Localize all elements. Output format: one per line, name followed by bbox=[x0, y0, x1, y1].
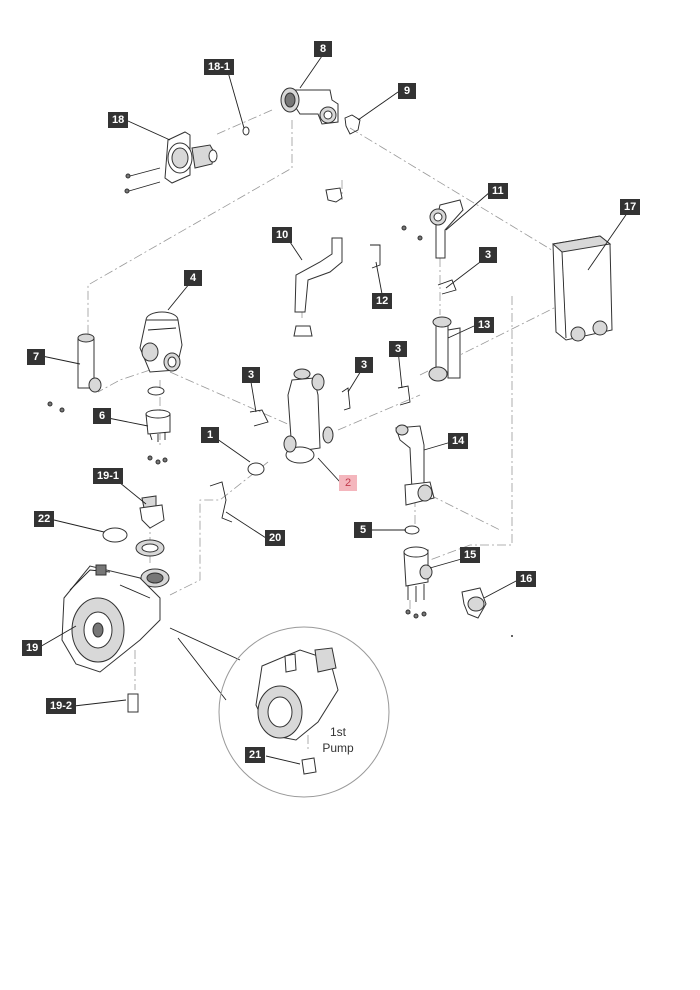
part-17-heat-exchanger bbox=[551, 235, 613, 342]
part-15-housing bbox=[403, 546, 433, 619]
label-part-3-d: 3 bbox=[242, 367, 260, 383]
part-20-bracket bbox=[209, 481, 233, 523]
part-2-main-body bbox=[283, 368, 334, 464]
label-part-3-c: 3 bbox=[389, 341, 407, 357]
label-part-19-2: 19-2 bbox=[46, 698, 77, 714]
label-part-12: 12 bbox=[372, 293, 393, 309]
part-19-pump bbox=[61, 564, 161, 673]
part-13-pipe bbox=[428, 316, 461, 382]
label-part-11: 11 bbox=[488, 183, 508, 199]
label-part-1: 1 bbox=[201, 427, 219, 443]
label-part-7: 7 bbox=[27, 349, 45, 365]
label-part-22: 22 bbox=[34, 511, 55, 527]
label-part-9: 9 bbox=[398, 83, 416, 99]
part-11-pipe bbox=[401, 199, 464, 259]
callout-caption: 1st Pump bbox=[310, 724, 366, 756]
part-22-cap bbox=[102, 527, 128, 543]
label-part-18-1: 18-1 bbox=[204, 59, 235, 75]
label-part-3-b: 3 bbox=[355, 357, 373, 373]
label-part-6: 6 bbox=[93, 408, 111, 424]
label-part-15: 15 bbox=[460, 547, 481, 563]
label-part-5: 5 bbox=[354, 522, 372, 538]
callout-line-2: Pump bbox=[322, 741, 354, 755]
label-part-13: 13 bbox=[474, 317, 495, 333]
part-3-clip-b bbox=[341, 387, 351, 411]
label-part-20: 20 bbox=[265, 530, 286, 546]
part-14-pipe bbox=[395, 424, 435, 506]
first-pump-callout bbox=[169, 626, 390, 798]
stray-dot bbox=[511, 635, 513, 637]
part-3-clip-a bbox=[437, 279, 457, 295]
label-part-2: 2 bbox=[339, 475, 357, 491]
part-3-clip-c bbox=[397, 385, 411, 406]
part-10-hose bbox=[294, 237, 343, 313]
pump-nuts bbox=[135, 539, 170, 588]
label-part-18: 18 bbox=[108, 112, 129, 128]
part-19-1-vent bbox=[139, 495, 165, 529]
label-part-21: 21 bbox=[245, 747, 266, 763]
part-10-clip-bottom bbox=[293, 325, 313, 337]
label-part-19: 19 bbox=[22, 640, 43, 656]
part-7-pipe bbox=[47, 333, 102, 413]
part-9-clip bbox=[344, 114, 361, 135]
part-1-o-ring bbox=[247, 462, 265, 476]
callout-line-1: 1st bbox=[329, 725, 346, 739]
label-part-8: 8 bbox=[314, 41, 332, 57]
label-part-19-1: 19-1 bbox=[93, 468, 124, 484]
label-part-14: 14 bbox=[448, 433, 469, 449]
part-3-clip-d bbox=[249, 409, 269, 427]
part-10-clip-top bbox=[325, 187, 343, 203]
label-part-3-a: 3 bbox=[479, 247, 497, 263]
label-part-4: 4 bbox=[184, 270, 202, 286]
part-19-2-screw bbox=[127, 693, 139, 713]
part-18-bracket-fitting bbox=[124, 131, 218, 194]
part-18-1-o-ring bbox=[242, 126, 250, 136]
part-12-clip bbox=[370, 244, 381, 269]
label-part-10: 10 bbox=[272, 227, 293, 243]
part-6-housing bbox=[145, 386, 171, 465]
label-part-16: 16 bbox=[516, 571, 537, 587]
label-part-17: 17 bbox=[620, 199, 641, 215]
part-5-o-ring bbox=[404, 525, 420, 535]
part-8-elbow-fitting bbox=[280, 87, 339, 125]
part-4-valve bbox=[139, 311, 183, 373]
part-16-elbow bbox=[461, 587, 487, 619]
